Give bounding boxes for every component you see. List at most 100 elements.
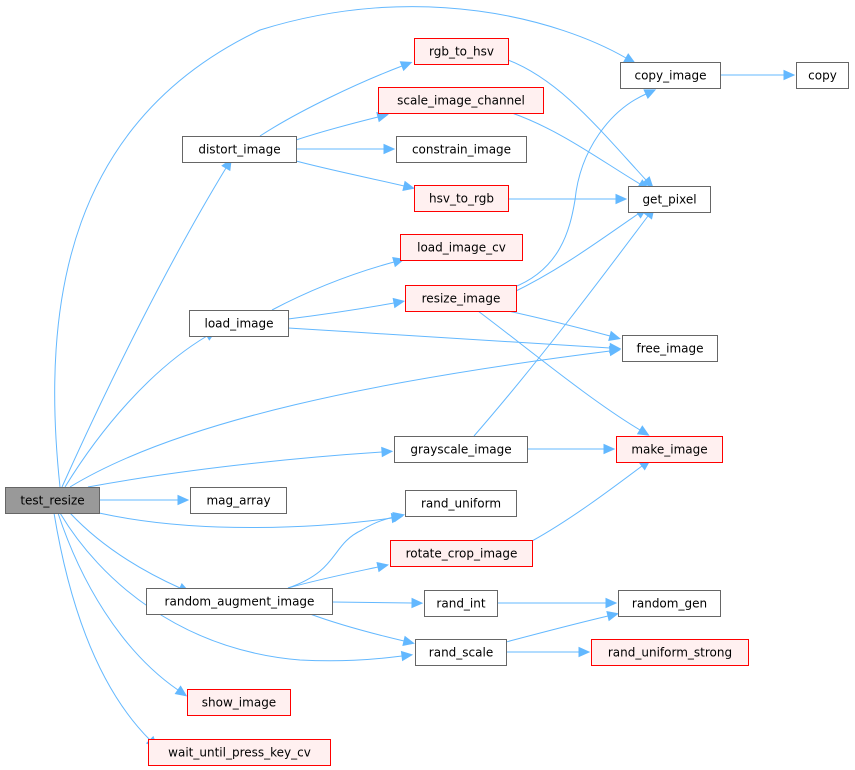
node-load-image[interactable]: load_image xyxy=(189,310,289,337)
edge-line xyxy=(87,451,383,488)
edge-line xyxy=(295,160,405,187)
node-hsv-to-rgb[interactable]: hsv_to_rgb xyxy=(414,185,509,212)
node-box[interactable] xyxy=(618,590,721,617)
edge-line xyxy=(287,516,395,589)
node-copy[interactable]: copy xyxy=(796,62,849,89)
arrowhead-icon xyxy=(603,443,616,455)
edge-line xyxy=(54,6,627,488)
arrowhead-icon xyxy=(606,610,619,622)
node-rand-int[interactable]: rand_int xyxy=(424,590,498,617)
node-resize-image[interactable]: resize_image xyxy=(405,285,517,312)
edge-distort_image-to-hsv_to_rgb xyxy=(295,160,415,192)
node-constrain-image[interactable]: constrain_image xyxy=(396,136,527,163)
edge-line xyxy=(53,512,151,741)
edge-line xyxy=(69,350,611,488)
node-random-augment-image[interactable]: random_augment_image xyxy=(146,588,333,615)
node-label: rand_int xyxy=(436,597,485,611)
node-box[interactable] xyxy=(146,588,333,615)
node-get-pixel[interactable]: get_pixel xyxy=(628,186,711,213)
node-box[interactable] xyxy=(396,136,527,163)
node-label: rgb_to_hsv xyxy=(429,45,494,59)
node-label: rand_uniform xyxy=(421,497,501,511)
arrowhead-icon xyxy=(641,176,654,189)
edge-rand_scale-to-rand_uniform_strong xyxy=(506,646,591,658)
node-box[interactable] xyxy=(415,639,507,666)
node-box[interactable] xyxy=(148,739,331,766)
node-label: test_resize xyxy=(20,494,84,508)
node-copy-image[interactable]: copy_image xyxy=(620,62,721,89)
edge-hsv_to_rgb-to-get_pixel xyxy=(508,193,628,205)
node-label: grayscale_image xyxy=(410,443,511,457)
node-show-image[interactable]: show_image xyxy=(187,689,291,716)
node-box[interactable] xyxy=(424,590,498,617)
node-box[interactable] xyxy=(591,639,749,666)
edge-line xyxy=(98,512,393,528)
node-box[interactable] xyxy=(189,310,289,337)
node-rotate-crop-image[interactable]: rotate_crop_image xyxy=(390,540,533,567)
arrowhead-icon xyxy=(636,425,650,436)
arrowhead-icon xyxy=(392,511,405,523)
node-label: scale_image_channel xyxy=(397,94,525,108)
edge-test_resize-to-rand_scale xyxy=(59,512,414,662)
node-grayscale-image[interactable]: grayscale_image xyxy=(394,436,528,463)
node-box[interactable] xyxy=(616,436,723,463)
node-random-gen[interactable]: random_gen xyxy=(618,590,721,617)
edge-load_image-to-resize_image xyxy=(287,297,406,320)
node-box[interactable] xyxy=(182,136,297,163)
node-free-image[interactable]: free_image xyxy=(622,335,718,362)
node-label: wait_until_press_key_cv xyxy=(168,746,311,760)
node-box[interactable] xyxy=(190,487,287,514)
node-box[interactable] xyxy=(394,436,528,463)
node-mag-array[interactable]: mag_array xyxy=(190,487,287,514)
edge-resize_image-to-copy_image xyxy=(511,89,657,289)
node-rand-uniform-strong[interactable]: rand_uniform_strong xyxy=(591,639,749,666)
node-box[interactable] xyxy=(187,689,291,716)
node-box[interactable] xyxy=(405,285,517,312)
node-load-image-cv[interactable]: load_image_cv xyxy=(400,234,523,261)
node-wait-until-press-key-cv[interactable]: wait_until_press_key_cv xyxy=(148,739,331,766)
node-label: show_image xyxy=(202,696,276,710)
edge-line xyxy=(287,302,395,320)
node-box[interactable] xyxy=(414,185,509,212)
node-box[interactable] xyxy=(414,38,509,65)
edge-layer xyxy=(53,6,796,748)
edge-rand_int-to-random_gen xyxy=(497,597,618,609)
edge-line xyxy=(309,613,405,642)
node-box[interactable] xyxy=(378,87,544,114)
node-box[interactable] xyxy=(620,62,721,89)
node-make-image[interactable]: make_image xyxy=(616,436,723,463)
node-test-resize[interactable]: test_resize xyxy=(5,487,100,514)
node-rgb-to-hsv[interactable]: rgb_to_hsv xyxy=(414,38,509,65)
node-box[interactable] xyxy=(390,540,533,567)
node-box[interactable] xyxy=(405,490,517,517)
edge-line xyxy=(505,615,609,643)
edge-line xyxy=(259,65,403,137)
edge-line xyxy=(473,215,649,437)
edge-line xyxy=(287,566,379,589)
node-box[interactable] xyxy=(5,487,100,514)
node-rand-scale[interactable]: rand_scale xyxy=(415,639,507,666)
arrowhead-icon xyxy=(609,342,622,354)
edge-test_resize-to-copy_image xyxy=(54,6,636,488)
edge-line xyxy=(477,310,641,431)
edge-distort_image-to-rgb_to_hsv xyxy=(259,61,413,137)
arrowhead-icon xyxy=(400,650,414,662)
edge-test_resize-to-load_image xyxy=(64,330,217,488)
node-label: make_image xyxy=(631,443,707,457)
node-scale-image-channel[interactable]: scale_image_channel xyxy=(378,87,544,114)
edge-resize_image-to-get_pixel xyxy=(511,207,648,294)
node-distort-image[interactable]: distort_image xyxy=(182,136,297,163)
node-rand-uniform[interactable]: rand_uniform xyxy=(405,490,517,517)
edge-test_resize-to-mag_array xyxy=(99,494,190,506)
arrowhead-icon xyxy=(392,297,406,309)
node-box[interactable] xyxy=(400,234,523,261)
node-box[interactable] xyxy=(796,62,849,89)
edge-line xyxy=(59,512,403,662)
node-box[interactable] xyxy=(628,186,711,213)
node-label: rand_scale xyxy=(429,646,493,660)
edge-line xyxy=(511,93,647,289)
node-label: resize_image xyxy=(422,292,501,306)
node-box[interactable] xyxy=(622,335,718,362)
edge-scale_image_channel-to-get_pixel xyxy=(511,112,650,190)
